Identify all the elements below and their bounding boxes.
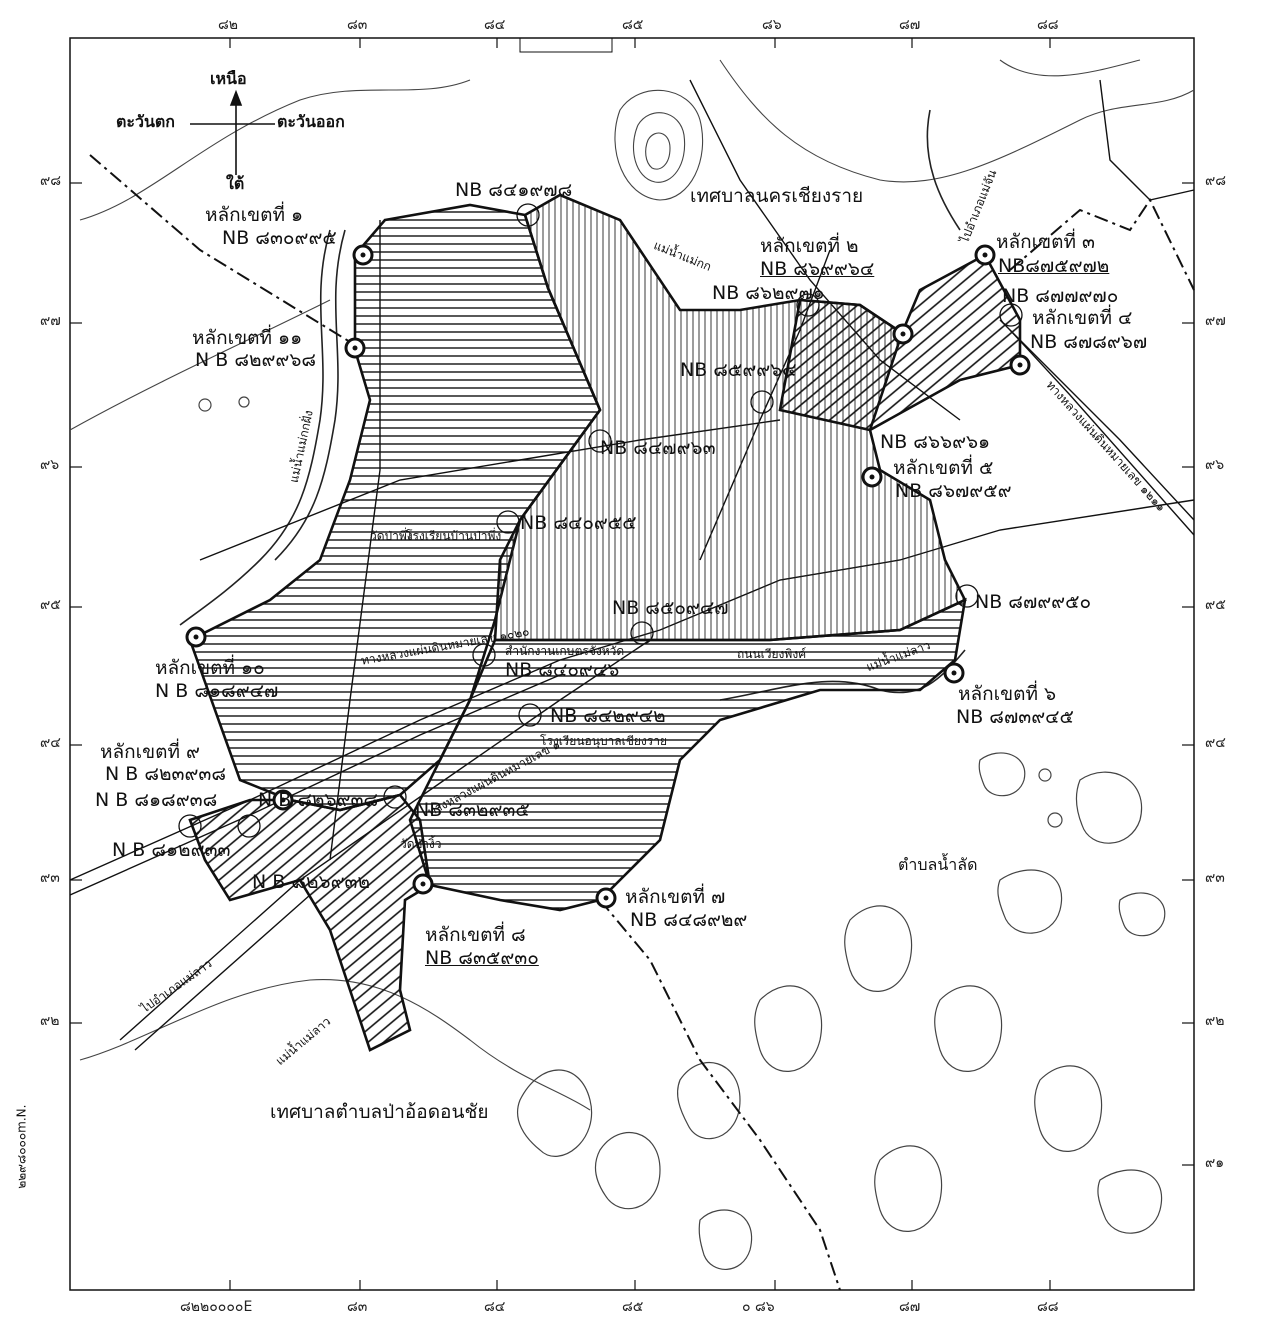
marker-2-title: หลักเขตที่ ๒ xyxy=(760,235,859,257)
place-temple-1: วัดป่าพึ่ง xyxy=(370,529,413,543)
grid-bottom-83: ๘๓ xyxy=(347,1299,368,1315)
point-826938: N B ๘๒๖๙๓๘ xyxy=(258,789,379,811)
compass-rose xyxy=(190,89,275,175)
grid-left-95: ๙๕ xyxy=(40,597,61,613)
map-scale-tab xyxy=(519,37,613,53)
marker-8-title: หลักเขตที่ ๘ xyxy=(425,924,526,946)
road-wiang: ถนนเวียงพิงค์ xyxy=(737,647,807,661)
grid-right-96: ๙๖ xyxy=(1205,457,1225,473)
point-840946: NB ๘๔๐๙๔๖ xyxy=(505,659,620,681)
compass-south: ใต้ xyxy=(226,174,245,193)
marker-10-code: N B ๘๑๘๙๔๗ xyxy=(155,680,279,702)
point-879950: NB ๘๗๙๙๕๐ xyxy=(975,591,1092,613)
grid-bottom-86: ๐ ๘๖ xyxy=(742,1299,775,1315)
place-office: สำนักงานเกษตรจังหวัด xyxy=(505,644,625,658)
southern-hills xyxy=(198,396,1166,1270)
grid-top-84: ๘๔ xyxy=(484,17,506,33)
grid-bottom-84: ๘๔ xyxy=(484,1299,506,1315)
point-842942: NB ๘๔๒๙๔๒ xyxy=(550,705,666,727)
rivers xyxy=(179,109,966,701)
grid-bottom-88: ๘๘ xyxy=(1037,1299,1059,1315)
marker-1-title: หลักเขตที่ ๑ xyxy=(205,204,304,226)
grid-right-95: ๙๕ xyxy=(1205,597,1226,613)
point-832935: NB ๘๓๒๙๓๕ xyxy=(415,799,530,821)
region-southwest xyxy=(188,793,432,1052)
marker-7-title: หลักเขตที่ ๗ xyxy=(625,886,726,908)
marker-9-title: หลักเขตที่ ๙ xyxy=(100,741,200,763)
grid-left-94: ๙๔ xyxy=(40,735,61,751)
marker-8-code: NB ๘๓๕๙๓๐ xyxy=(425,947,539,969)
area-south-muni: เทศบาลตำบลป่าอ้อดอนชัย xyxy=(270,1101,489,1123)
point-847963: NB ๘๔๗๙๖๓ xyxy=(600,437,716,459)
grid-top-87: ๘๗ xyxy=(899,17,921,33)
point-826932: N B ๘๒๖๙๓๒ xyxy=(252,871,370,893)
place-school-1: โรงเรียนบ้านป่าพึ่ง xyxy=(406,529,502,543)
district-boundary xyxy=(89,154,1195,1291)
boundary-markers xyxy=(185,244,1031,909)
place-temple-2: วัดป่างิ้ว xyxy=(400,837,442,851)
marker-9-code: N B ๘๒๓๙๓๘ xyxy=(105,763,227,785)
marker-1-code: NB ๘๓๐๙๙๕ xyxy=(222,227,337,249)
point-850947: NB ๘๕๐๙๔๗ xyxy=(612,597,729,619)
grid-bottom-82: ๘๒๒๐๐๐๐E xyxy=(180,1299,253,1315)
grid-bottom-87: ๘๗ xyxy=(899,1299,921,1315)
marker-2-code: NB ๘๖๙๙๖๔ xyxy=(760,258,875,280)
grid-right-94: ๙๔ xyxy=(1205,735,1226,751)
compass-north: เหนือ xyxy=(210,69,247,88)
place-school-2: โรงเรียนอนุบาลเชียงราย xyxy=(540,734,668,748)
area-city: เทศบาลนครเชียงราย xyxy=(690,185,864,207)
northing-note: ๒๒๙๘๐๐๐m.N. xyxy=(14,1104,29,1189)
grid-top-85: ๘๕ xyxy=(622,17,644,33)
grid-left-98: ๙๘ xyxy=(40,173,62,189)
point-859964: NB ๘๕๙๙๖๔ xyxy=(680,359,797,381)
grid-left-92: ๙๒ xyxy=(40,1013,60,1029)
grid-right-91: ๙๑ xyxy=(1205,1155,1225,1171)
marker-11-title: หลักเขตที่ ๑๑ xyxy=(192,327,303,349)
point-877970: NB ๘๗๗๙๗๐ xyxy=(1002,285,1119,307)
grid-left-96: ๙๖ xyxy=(40,457,60,473)
survey-points xyxy=(178,203,1023,838)
point-818938: N B ๘๑๘๙๓๘ xyxy=(95,789,218,811)
marker-5-code: NB ๘๖๗๙๕๙ xyxy=(895,480,1012,502)
grid-right-97: ๙๗ xyxy=(1205,313,1226,329)
area-subdistrict: ตำบลน้ำลัด xyxy=(898,855,978,874)
point-840955: NB ๘๔๐๙๕๕ xyxy=(520,512,637,534)
point-812933: N B ๘๑๒๙๓๓ xyxy=(112,839,231,861)
marker-4-code: NB ๘๗๘๙๖๗ xyxy=(1030,331,1148,353)
point-841978: NB ๘๔๑๙๗๘ xyxy=(455,179,573,201)
point-862971: NB ๘๖๒๙๗๑ xyxy=(712,282,825,304)
marker-11-code: N B ๘๒๙๙๖๘ xyxy=(195,349,317,371)
marker-6-title: หลักเขตที่ ๖ xyxy=(958,683,1057,705)
compass-east: ตะวันออก xyxy=(277,112,345,131)
grid-top-86: ๘๖ xyxy=(762,17,782,33)
map-frame xyxy=(69,37,1195,1291)
grid-right-93: ๙๓ xyxy=(1205,870,1225,886)
compass-west: ตะวันตก xyxy=(116,112,175,131)
grid-top-88: ๘๘ xyxy=(1037,17,1059,33)
marker-4-title: หลักเขตที่ ๔ xyxy=(1032,307,1133,329)
point-866961: NB ๘๖๖๙๖๑ xyxy=(880,431,991,453)
marker-6-code: NB ๘๗๓๙๔๕ xyxy=(956,706,1074,728)
grid-right-92: ๙๒ xyxy=(1205,1013,1225,1029)
marker-5-title: หลักเขตที่ ๕ xyxy=(893,457,994,479)
grid-ticks xyxy=(70,38,1194,1290)
grid-right-98: ๙๘ xyxy=(1205,173,1227,189)
grid-left-97: ๙๗ xyxy=(40,313,61,329)
marker-dots xyxy=(193,252,1023,901)
grid-top-82: ๘๒ xyxy=(218,17,239,33)
region-south xyxy=(408,597,967,912)
marker-3-code: NB๘๗๕๙๗๒ xyxy=(998,255,1110,277)
marker-7-code: NB ๘๔๘๙๒๙ xyxy=(630,909,748,931)
grid-top-83: ๘๓ xyxy=(347,17,368,33)
grid-left-93: ๙๓ xyxy=(40,870,60,886)
marker-10-title: หลักเขตที่ ๑๐ xyxy=(155,657,265,679)
marker-3-title: หลักเขตที่ ๓ xyxy=(996,231,1096,253)
grid-bottom-85: ๘๕ xyxy=(622,1299,644,1315)
